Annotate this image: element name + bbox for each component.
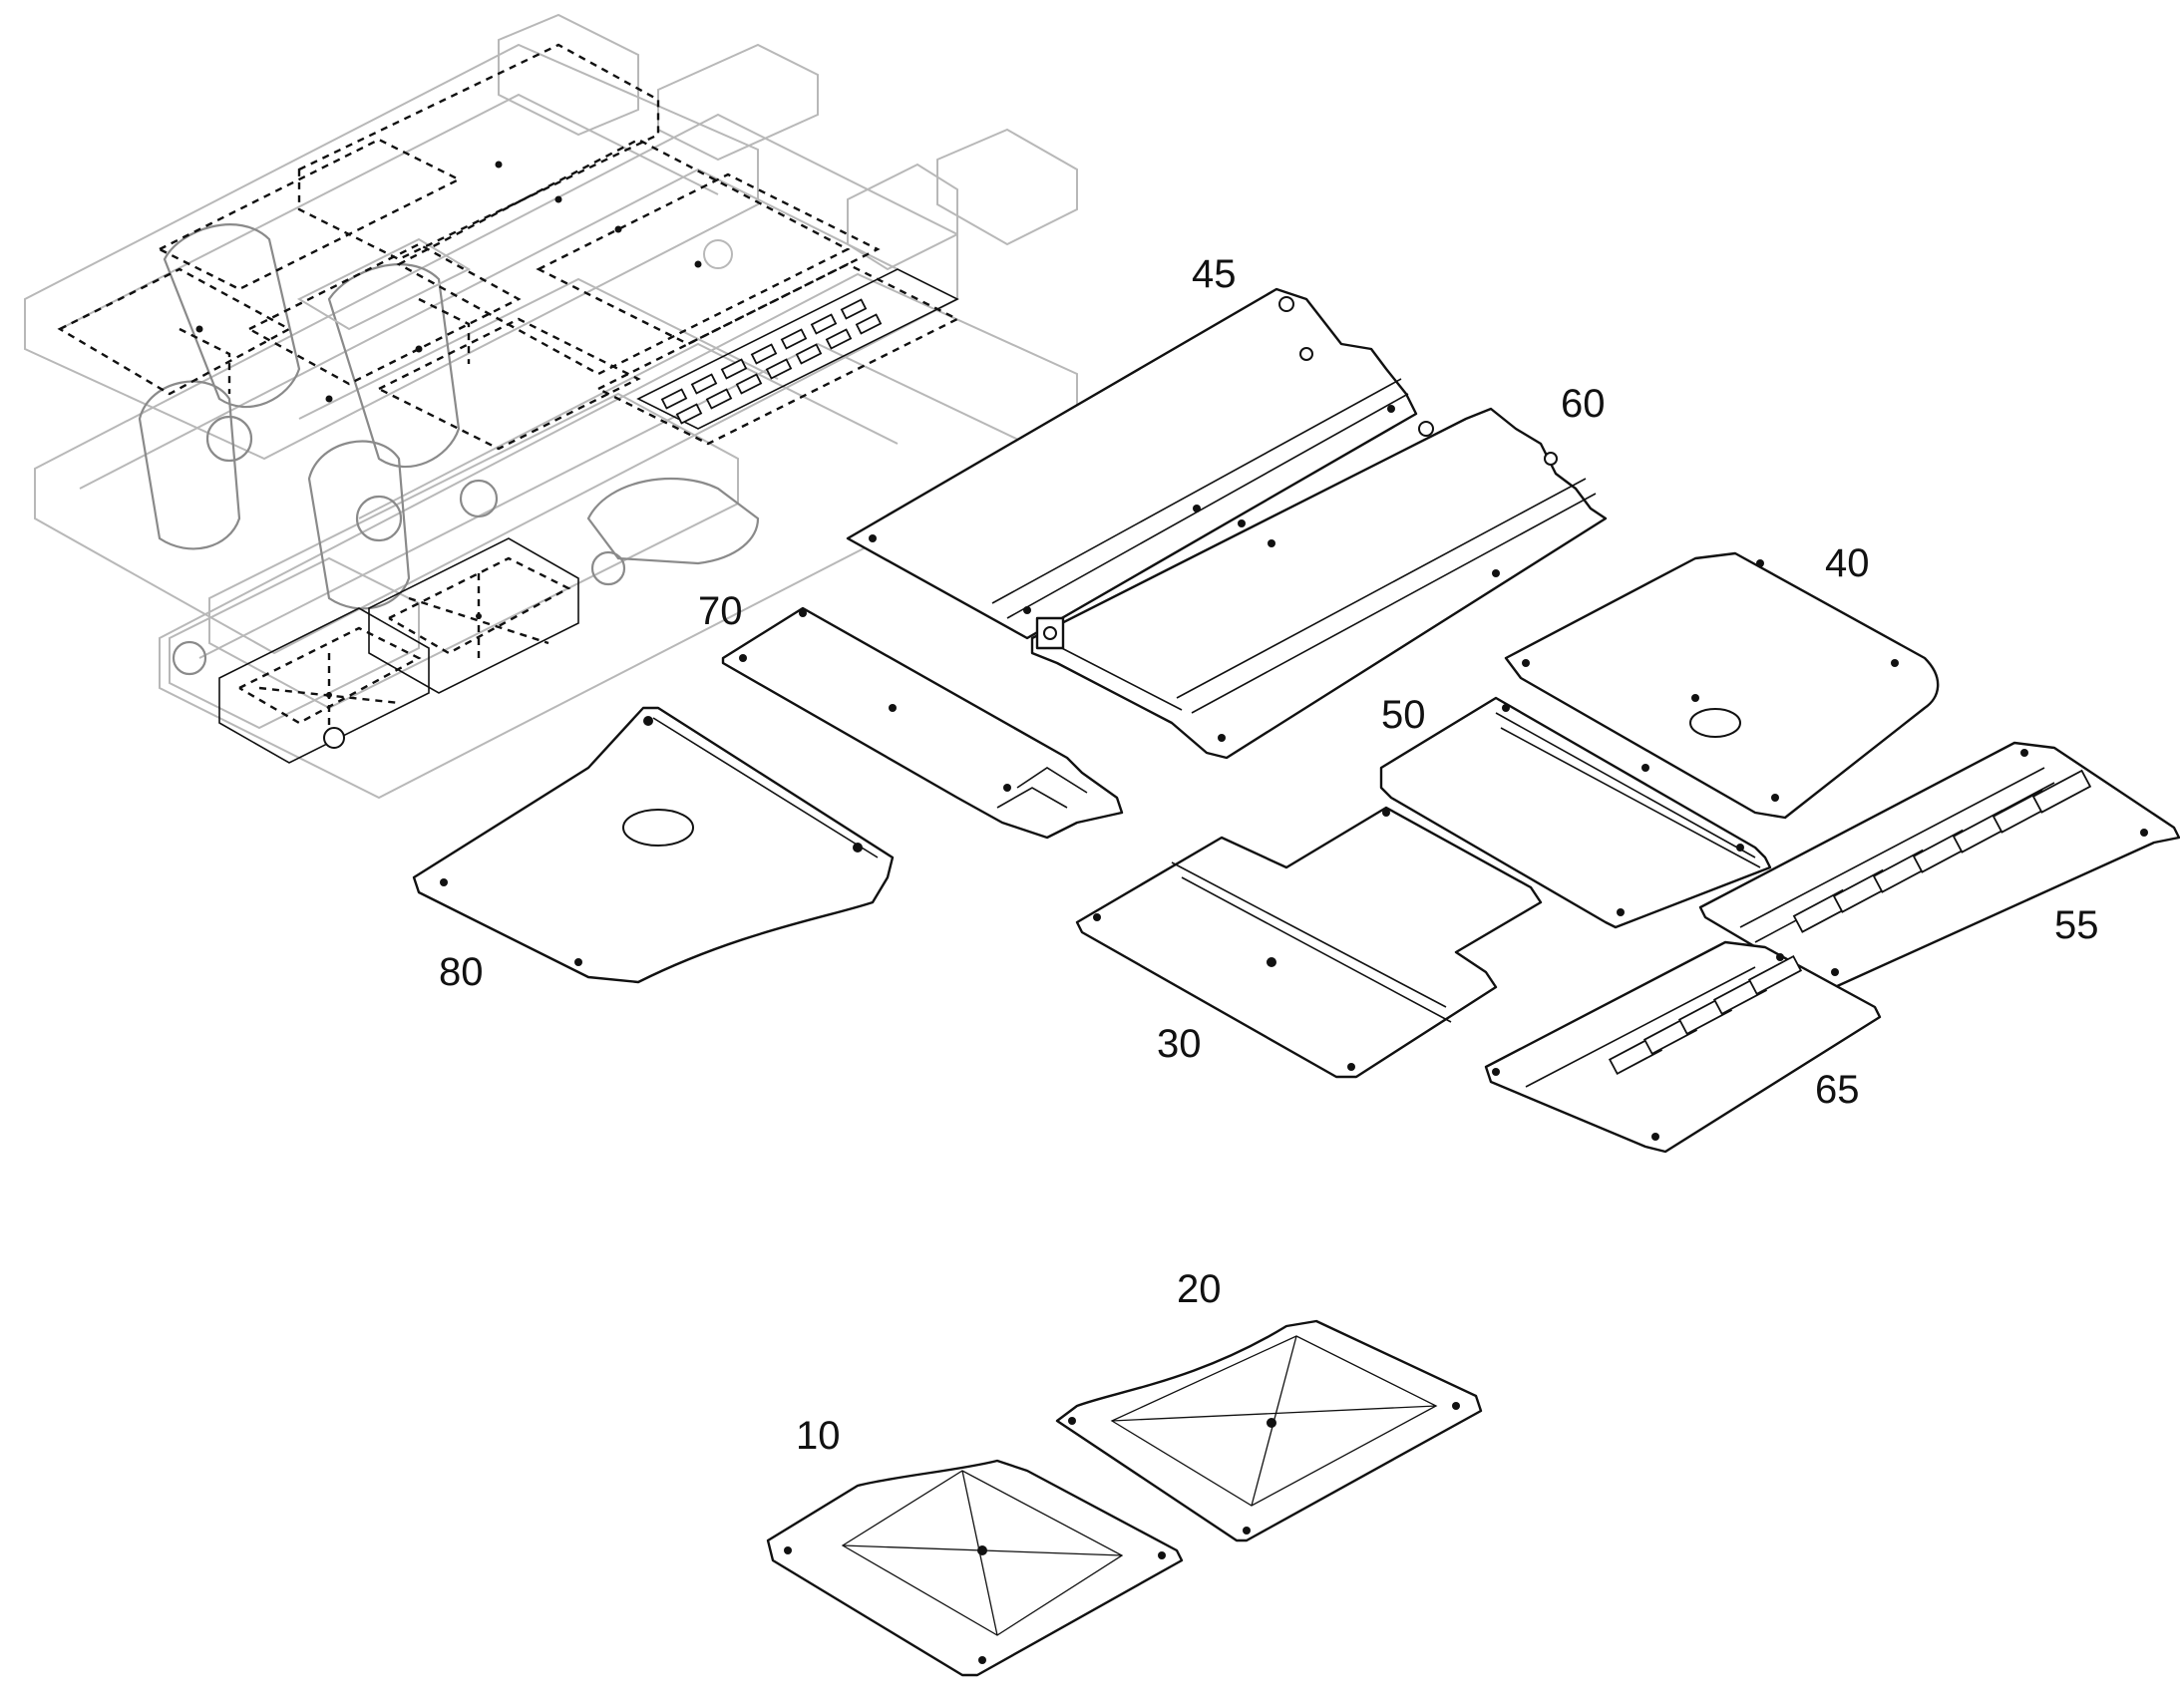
part-50-panel [1698, 741, 2180, 989]
part-20-floor-mat [1055, 1319, 1483, 1542]
chassis-frame [24, 13, 1078, 800]
part-55-panel [1484, 940, 1882, 1154]
callout-60: 60 [1561, 382, 1606, 426]
part-40-panel [1504, 551, 1940, 820]
part-10-floor-mat [766, 1459, 1184, 1677]
part-65-panel [846, 287, 1418, 640]
callout-50: 55 [2054, 903, 2099, 947]
callout-70: 70 [698, 589, 743, 633]
callout-65: 45 [1192, 252, 1237, 296]
part-45-panel [1379, 696, 1772, 929]
callout-80: 80 [439, 950, 484, 994]
part-30-panel [1075, 806, 1543, 1079]
callout-20: 20 [1177, 1267, 1222, 1311]
part-60-panel [1030, 407, 1608, 760]
part-55-vent-slots [1608, 954, 1803, 1076]
part-50-vent-slots [1792, 769, 2092, 933]
callout-10: 10 [796, 1414, 841, 1458]
part-80-panel [412, 706, 895, 984]
frame-vent-slots [660, 298, 883, 425]
callout-45: 50 [1381, 693, 1426, 737]
part-70-panel [721, 606, 1124, 840]
callout-30: 30 [1157, 1022, 1202, 1066]
callout-40: 40 [1825, 541, 1870, 585]
installed-panel-outlines [57, 43, 960, 451]
callout-55: 65 [1815, 1068, 1860, 1112]
